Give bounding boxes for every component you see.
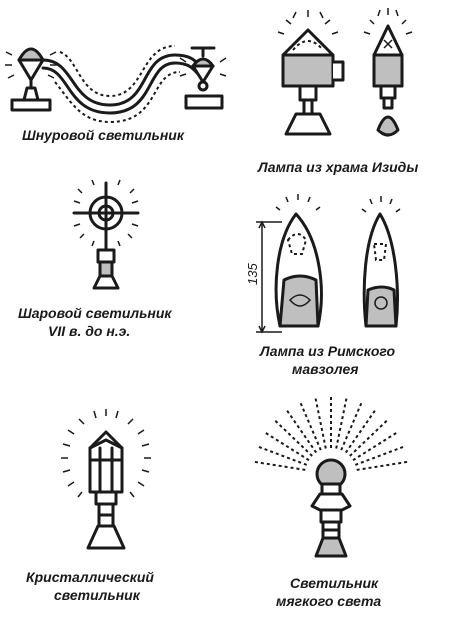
ball-lamp-caption-line2: VII в. до н.э.	[48, 323, 130, 339]
crystal-lamp-caption-line2: светильник	[54, 587, 141, 603]
soft-light-ray	[344, 409, 377, 454]
soft-light-ray	[273, 419, 313, 457]
roman-lamp-caption-line2: мавзолея	[292, 361, 358, 377]
soft-light-ray	[314, 397, 327, 449]
roman-lamp-dimension-value: 135	[245, 263, 260, 285]
roman-lamp-right-rays	[361, 196, 401, 213]
crystal-lamp-caption-line1: Кристаллический	[26, 569, 154, 585]
cord-lamp-right-lamp	[184, 46, 224, 110]
ball-lamp-caption-line1: Шаровой светильник	[18, 305, 172, 321]
soft-light-lamp-caption-line2: мягкого света	[276, 593, 381, 609]
isis-lamp-right-rays	[363, 8, 413, 35]
soft-light-ray	[352, 431, 398, 462]
isis-lamp-caption: Лампа из храма Изиды	[257, 159, 418, 175]
soft-light-ray	[264, 431, 310, 462]
soft-light-ray	[253, 460, 306, 471]
cord-lamp-caption: Шнуровой светильник	[22, 127, 185, 143]
soft-light-ray	[299, 401, 322, 451]
crystal-lamp-illustration: Кристаллический светильник	[26, 409, 154, 603]
crystal-lamp-stand	[86, 490, 126, 550]
cord-lamp-left-lamp	[10, 47, 52, 112]
roman-lamp-caption-line1: Лампа из Римского	[259, 343, 396, 359]
crystal-lamp-body	[88, 430, 124, 494]
soft-light-ray	[354, 445, 405, 466]
soft-light-ray	[335, 397, 348, 449]
roman-lamp-left	[274, 212, 323, 328]
roman-lamp-left-rays	[275, 194, 321, 211]
soft-light-ray	[257, 445, 308, 466]
soft-light-ray	[340, 401, 363, 451]
soft-light-ray	[349, 419, 389, 457]
ball-lamp-rays	[73, 179, 139, 247]
cord-lamp-left-rays	[5, 51, 57, 79]
isis-lamp-right	[372, 24, 404, 137]
ball-lamp-stand	[92, 248, 120, 290]
soft-light-lamp-caption-line1: Светильник	[290, 575, 379, 591]
soft-light-lamp-illustration: Светильник мягкого света	[253, 396, 409, 609]
roman-lamp-dimension: 135	[245, 220, 282, 334]
roman-lamp-right	[362, 212, 399, 328]
isis-lamp-illustration: Лампа из храма Изиды	[257, 8, 418, 175]
ball-lamp-illustration: Шаровой светильник VII в. до н.э.	[18, 179, 172, 339]
soft-light-ray	[356, 460, 409, 471]
roman-lamp-illustration: 135 Лампа из Римского мавзолея	[245, 194, 401, 377]
soft-light-ray	[285, 409, 318, 454]
ball-lamp-crosshair	[72, 181, 140, 252]
soft-light-lamp-body	[310, 458, 352, 558]
isis-lamp-left-rays	[277, 10, 339, 35]
cord-lamp-illustration: Шнуровой светильник	[5, 45, 227, 143]
crystal-lamp-rays	[61, 409, 151, 498]
soft-light-lamp-rays	[253, 396, 409, 471]
isis-lamp-left	[281, 28, 345, 136]
cord-lamp-right-rays	[179, 57, 227, 77]
cord-lamp-cord	[41, 45, 202, 124]
